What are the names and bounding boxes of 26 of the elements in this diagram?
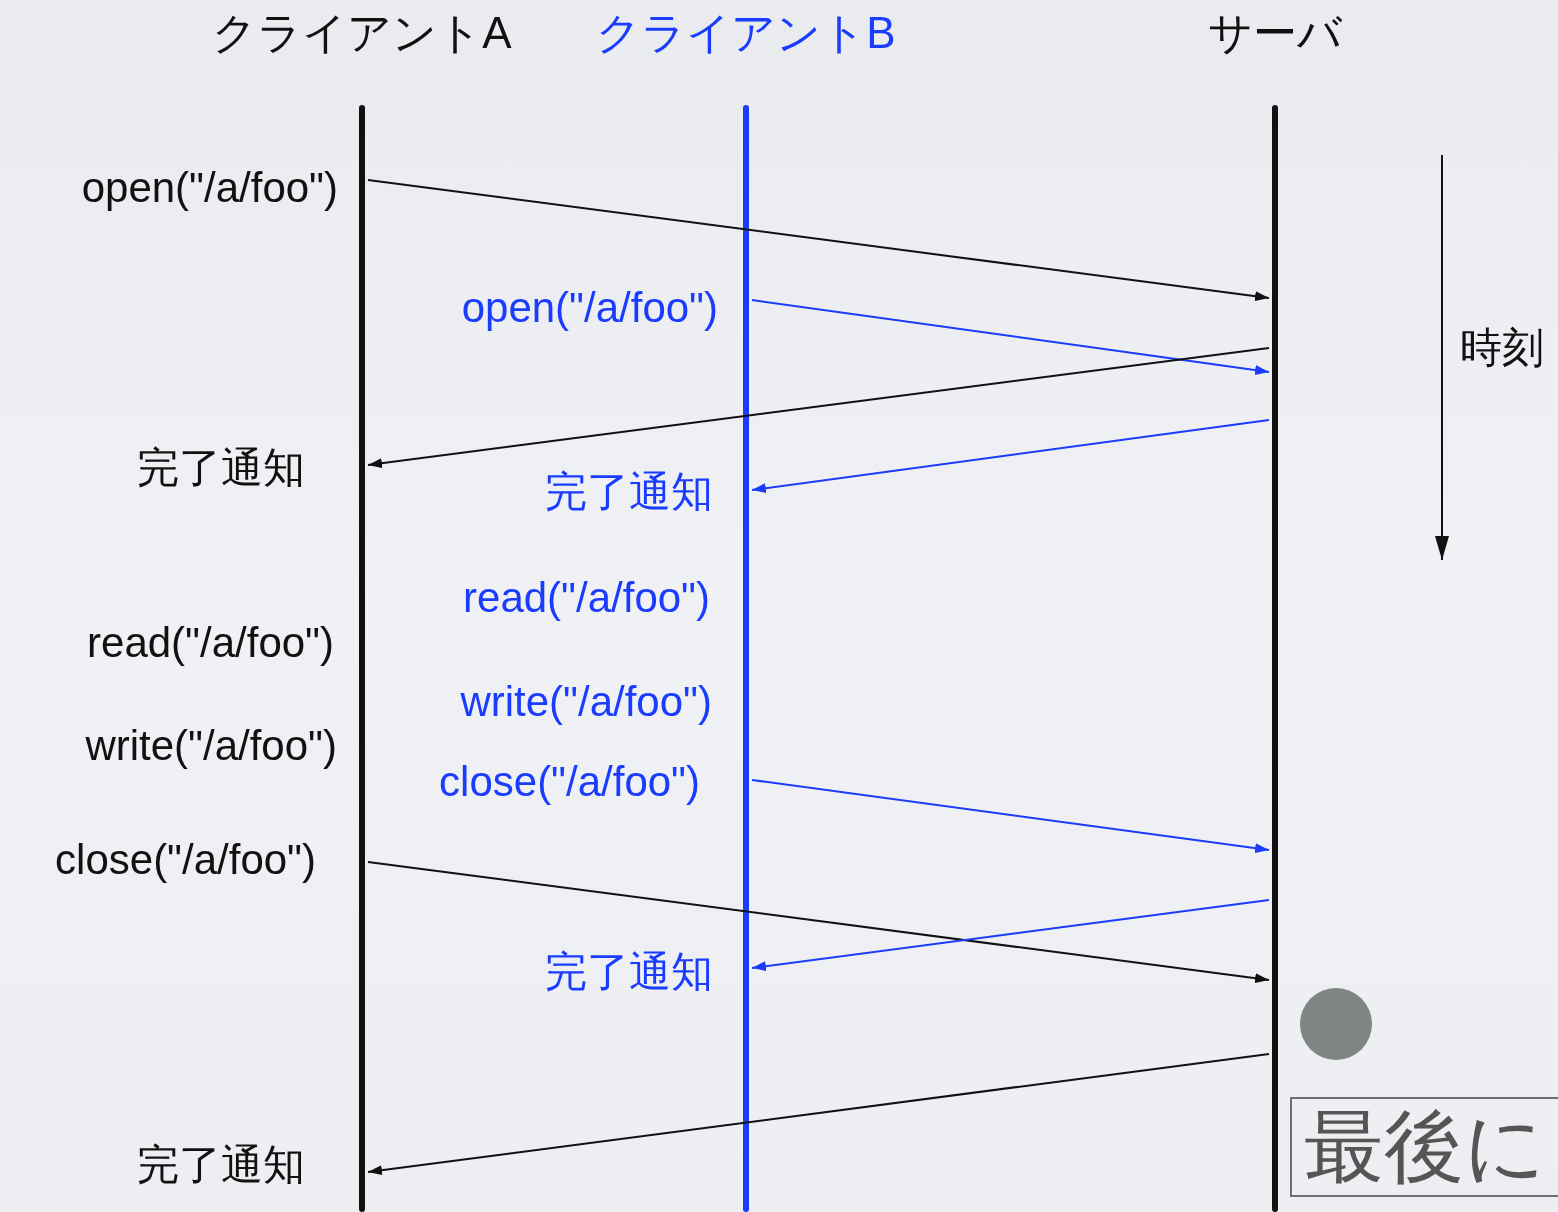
message-arrow: [367, 861, 1270, 984]
time-label: 時刻: [1460, 323, 1544, 373]
message-label: 完了通知: [137, 443, 305, 493]
call-label: write("/a/foo"): [460, 677, 712, 727]
message-arrow: [367, 179, 1270, 302]
message-label: close("/a/foo"): [55, 835, 316, 885]
message-arrow: [367, 347, 1270, 469]
message-label: open("/a/foo"): [81, 163, 338, 213]
message-label: 完了通知: [545, 947, 713, 997]
lifeline-heading: サーバ: [1208, 7, 1342, 59]
message-label: 完了通知: [137, 1140, 305, 1190]
message-label: 完了通知: [545, 467, 713, 517]
lifeline-heading: クライアントA: [212, 7, 512, 59]
call-label: read("/a/foo"): [87, 618, 334, 668]
call-label: read("/a/foo"): [463, 573, 710, 623]
message-arrow: [367, 1053, 1270, 1176]
lifeline-heading: クライアントB: [596, 7, 896, 59]
message-arrow: [751, 899, 1270, 972]
text-box: [1290, 1097, 1558, 1197]
box-text: 最後に: [1304, 1102, 1546, 1191]
message-arrow: [751, 779, 1270, 854]
message-label: open("/a/foo"): [461, 283, 718, 333]
call-label: write("/a/foo"): [85, 721, 337, 771]
message-label: close("/a/foo"): [439, 757, 700, 807]
message-arrow: [751, 299, 1270, 375]
message-arrow: [751, 419, 1270, 494]
